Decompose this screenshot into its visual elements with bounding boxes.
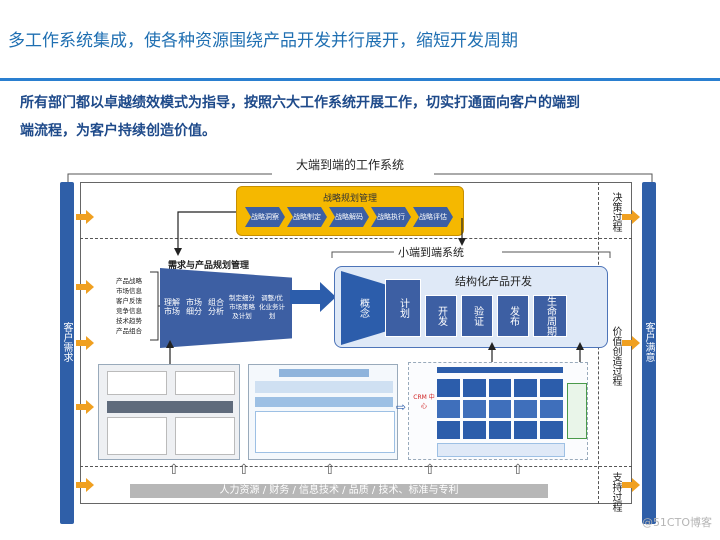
demand-stage: 理解市场 bbox=[162, 278, 182, 336]
value-process-label: 价值创造过程 bbox=[610, 326, 621, 386]
up-arrow-icon: ⇧ bbox=[238, 462, 250, 478]
page-title: 多工作系统集成，使各种资源围绕产品开发并行展开，缩短开发周期 bbox=[8, 31, 518, 51]
dev-stage: 计划 bbox=[385, 279, 421, 337]
right-arrow-icon: ⇨ bbox=[396, 400, 407, 414]
dev-stage: 验证 bbox=[461, 295, 493, 337]
demand-stage: 调整/优化业务计划 bbox=[258, 278, 286, 336]
structured-dev-title: 结构化产品开发 bbox=[455, 275, 532, 288]
dev-stage: 概念 bbox=[357, 298, 369, 318]
support-bar: 人力资源 / 财务 / 信息技术 / 品质 / 技术、标准与专利 bbox=[130, 484, 548, 498]
strategy-title: 战略规划管理 bbox=[322, 194, 377, 204]
input-arrow-icon bbox=[76, 400, 94, 414]
decision-process-label: 决策过程 bbox=[610, 192, 621, 232]
small-end-to-end-caption: 小端到端系统 bbox=[398, 246, 464, 259]
process-thumbnail-left bbox=[98, 364, 240, 460]
decision-divider bbox=[80, 238, 632, 239]
support-process-label: 支持过程 bbox=[610, 472, 621, 512]
demand-inputs: 产品战略 市场信息 客户反馈 竞争信息 技术趋势 产品组合 bbox=[116, 276, 142, 336]
structured-dev-panel: 结构化产品开发 概念 计划 开发 验证 发布 生命周期 bbox=[334, 266, 608, 348]
demand-input: 产品组合 bbox=[116, 327, 142, 335]
demand-stage: 市场细分 bbox=[184, 278, 204, 336]
up-arrow-icon: ⇧ bbox=[324, 462, 336, 478]
customer-demand-label: 客户需求 bbox=[61, 322, 72, 362]
demand-input: 竞争信息 bbox=[116, 307, 142, 315]
process-thumbnail-right: CRM 中心 bbox=[408, 362, 588, 460]
demand-stages: 理解市场 市场细分 组合分析 制定细分市场策略及计划 调整/优化业务计划 bbox=[162, 278, 286, 336]
input-arrow-icon bbox=[76, 478, 94, 492]
demand-stage: 组合分析 bbox=[206, 278, 226, 336]
strategy-panel: 战略规划管理 战略洞察 战略制定 战略解码 战略执行 战略评估 bbox=[236, 186, 464, 236]
output-arrow-icon bbox=[622, 478, 640, 492]
input-arrow-icon bbox=[76, 210, 94, 224]
dev-stage: 发布 bbox=[497, 295, 529, 337]
watermark: @51CTO博客 bbox=[641, 516, 712, 529]
title-divider bbox=[0, 78, 720, 81]
strategy-step: 战略评估 bbox=[413, 207, 453, 227]
strategy-step: 战略解码 bbox=[329, 207, 369, 227]
intro-line-1: 所有部门都以卓越绩效模式为指导，按照六大工作系统开展工作，切实打通面向客户的端到 bbox=[20, 95, 580, 111]
customer-satisfaction-label: 客户满意 bbox=[643, 322, 654, 362]
demand-input: 技术趋势 bbox=[116, 317, 142, 325]
strategy-steps: 战略洞察 战略制定 战略解码 战略执行 战略评估 bbox=[245, 207, 457, 227]
demand-title: 需求与产品规划管理 bbox=[168, 261, 250, 271]
demand-input: 市场信息 bbox=[116, 287, 142, 295]
demand-input: 客户反馈 bbox=[116, 297, 142, 305]
small-end-to-end-bracket bbox=[331, 251, 611, 258]
up-arrow-icon: ⇧ bbox=[424, 462, 436, 478]
output-arrow-icon bbox=[622, 336, 640, 350]
up-arrow-icon: ⇧ bbox=[512, 462, 524, 478]
demand-stage: 制定细分市场策略及计划 bbox=[228, 278, 256, 336]
up-connectors bbox=[166, 340, 584, 364]
customer-demand-bar: 客户需求 bbox=[60, 182, 74, 524]
output-arrow-icon bbox=[622, 210, 640, 224]
process-thumbnail-middle bbox=[248, 364, 398, 460]
end-to-end-caption: 大端到端的工作系统 bbox=[295, 158, 404, 172]
concept-funnel bbox=[341, 271, 385, 345]
strategy-step: 战略制定 bbox=[287, 207, 327, 227]
connector-lines bbox=[174, 211, 466, 256]
dev-stage: 开发 bbox=[425, 295, 457, 337]
support-divider bbox=[80, 466, 632, 467]
crm-label: CRM 中心 bbox=[413, 394, 435, 410]
customer-satisfaction-bar: 客户满意 bbox=[642, 182, 656, 524]
intro-line-2: 端流程，为客户持续创造价值。 bbox=[20, 123, 216, 139]
strategy-step: 战略执行 bbox=[371, 207, 411, 227]
flow-arrow-icon bbox=[290, 282, 336, 312]
input-arrow-icon bbox=[76, 280, 94, 294]
strategy-step: 战略洞察 bbox=[245, 207, 285, 227]
demand-input: 产品战略 bbox=[116, 277, 142, 285]
input-arrow-icon bbox=[76, 336, 94, 350]
dev-stage: 生命周期 bbox=[533, 295, 567, 337]
up-arrow-icon: ⇧ bbox=[168, 462, 180, 478]
